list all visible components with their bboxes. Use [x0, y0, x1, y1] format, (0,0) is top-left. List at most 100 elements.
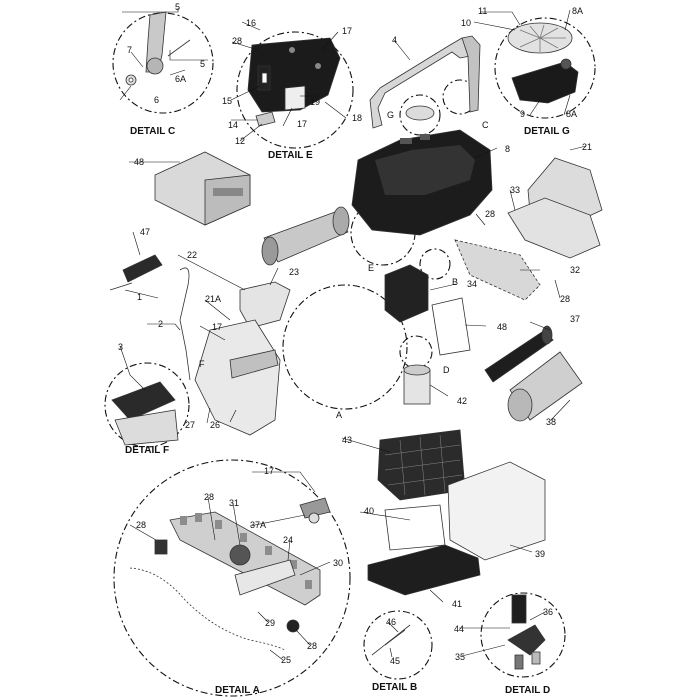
callout-a-circle [282, 284, 408, 410]
part-28-e: 28 [232, 36, 242, 46]
detail-f-parts [111, 381, 179, 446]
callout-d-letter: D [443, 365, 450, 375]
part-16: 16 [246, 18, 256, 28]
part-28-a-top: 28 [204, 492, 214, 502]
box-part-48 [154, 151, 251, 226]
detail-e-label: DETAIL E [268, 150, 313, 161]
part-22: 22 [187, 250, 197, 260]
part-12: 12 [235, 136, 245, 146]
part-31: 31 [229, 498, 239, 508]
detail-d-circle [480, 592, 566, 678]
part-33: 33 [510, 185, 520, 195]
part-25: 25 [281, 655, 291, 665]
part-44: 44 [454, 624, 464, 634]
callout-f-letter: F [199, 359, 205, 369]
detail-g-label: DETAIL G [524, 126, 570, 137]
detail-f-label: DETAIL F [125, 445, 169, 456]
detail-b-label: DETAIL B [372, 682, 417, 693]
part-4: 4 [392, 35, 397, 45]
part-36: 36 [543, 607, 553, 617]
part-19: 19 [310, 97, 320, 107]
part-43: 43 [342, 435, 352, 445]
part-38: 38 [546, 417, 556, 427]
detail-b-parts [371, 624, 411, 656]
part-6: 6 [154, 95, 159, 105]
impeller-part-42 [403, 364, 431, 405]
detail-f-circle [104, 362, 190, 448]
leader-lines [119, 8, 587, 661]
part-30: 30 [333, 558, 343, 568]
part-17-e: 17 [297, 119, 307, 129]
detail-b-circle [363, 610, 433, 680]
roller-part-38 [507, 351, 583, 422]
part-37: 37 [570, 314, 580, 324]
part-24: 24 [283, 535, 293, 545]
part-5-top: 5 [175, 2, 180, 12]
part-35: 35 [455, 652, 465, 662]
part-2: 2 [158, 319, 163, 329]
detail-c-label: DETAIL C [130, 126, 175, 137]
part-7: 7 [127, 45, 132, 55]
part-28-right: 28 [560, 294, 570, 304]
part-41: 41 [452, 599, 462, 609]
callout-c-letter: C [482, 120, 489, 130]
part-17-a: 17 [264, 466, 274, 476]
detail-a-parts [129, 497, 331, 651]
part-42: 42 [457, 396, 467, 406]
part-17-mid: 17 [212, 322, 222, 332]
callout-g-letter: G [387, 110, 394, 120]
part-28-top: 28 [485, 209, 495, 219]
part-8a-top: 8A [572, 6, 583, 16]
tray-part-39 [447, 461, 546, 561]
part-5: 5 [200, 59, 205, 69]
part-27: 27 [185, 420, 195, 430]
part-39: 39 [535, 549, 545, 559]
handle-part [369, 35, 481, 129]
part-21: 21 [582, 142, 592, 152]
part-46: 46 [386, 617, 396, 627]
track-belt-upper [454, 239, 541, 301]
part-9: 9 [520, 109, 525, 119]
frame-part-48 [431, 297, 471, 356]
left-side-parts [109, 254, 291, 436]
roller-part-37 [484, 325, 554, 383]
callout-b-circle [419, 248, 451, 280]
part-34: 34 [467, 279, 477, 289]
detail-d-label: DETAIL D [505, 685, 550, 696]
part-18: 18 [352, 113, 362, 123]
part-28-a-left: 28 [136, 520, 146, 530]
part-21a: 21A [205, 294, 221, 304]
part-17-e-top: 17 [342, 26, 352, 36]
part-14: 14 [228, 120, 238, 130]
part-37a: 37A [250, 520, 266, 530]
part-48-frame: 48 [497, 322, 507, 332]
detail-a-circle [113, 459, 351, 697]
part-11: 11 [478, 6, 487, 16]
motor-part-34 [384, 264, 429, 323]
detail-e-circle [236, 31, 354, 149]
callout-b-letter: B [452, 277, 458, 287]
part-29: 29 [265, 618, 275, 628]
part-15: 15 [222, 96, 232, 106]
part-26: 26 [210, 420, 220, 430]
part-28-a-bottom: 28 [307, 641, 317, 651]
part-23: 23 [289, 267, 299, 277]
detail-g-parts [507, 22, 579, 104]
detail-d-parts [507, 594, 546, 670]
part-32: 32 [570, 265, 580, 275]
detail-g-circle [494, 17, 596, 119]
part-45: 45 [390, 656, 400, 666]
part-1: 1 [137, 292, 142, 302]
part-40: 40 [364, 506, 374, 516]
roller-part-left [261, 206, 350, 266]
part-6a: 6A [175, 74, 186, 84]
part-3: 3 [118, 342, 123, 352]
part-10: 10 [461, 18, 471, 28]
callout-e-letter: E [368, 263, 374, 273]
base-part-41 [367, 504, 481, 596]
basket-part-43 [377, 429, 466, 501]
side-panel-32 [507, 197, 601, 259]
part-number-labels: 7 5 5 6A 6 16 28 17 15 19 14 17 12 18 4 … [118, 2, 592, 666]
